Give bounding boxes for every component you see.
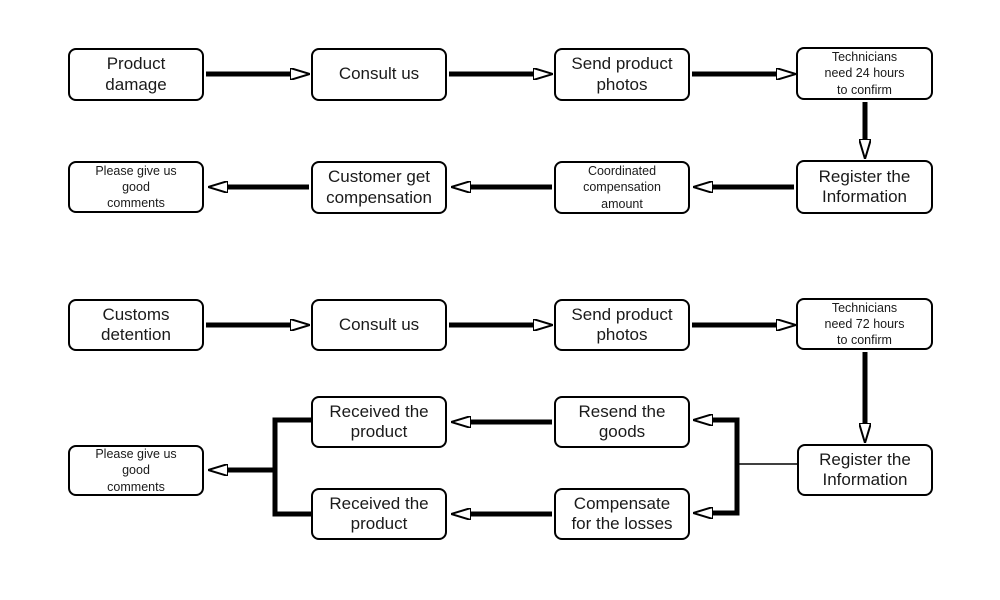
node-resend-goods: Resend the goods bbox=[554, 396, 690, 448]
node-technicians-24h: Technicians need 24 hours to confirm bbox=[796, 47, 933, 100]
branch-bracket-right bbox=[712, 420, 740, 513]
node-register-info-1: Register the Information bbox=[796, 160, 933, 214]
node-product-damage: Product damage bbox=[68, 48, 204, 101]
node-received-product-top: Received the product bbox=[311, 396, 447, 448]
node-customer-compensation: Customer get compensation bbox=[311, 161, 447, 214]
node-coordinated-amount: Coordinated compensation amount bbox=[554, 161, 690, 214]
node-consult-us-2: Consult us bbox=[311, 299, 447, 351]
node-good-comments-1: Please give us good comments bbox=[68, 161, 204, 213]
node-send-photos-1: Send product photos bbox=[554, 48, 690, 101]
node-good-comments-2: Please give us good comments bbox=[68, 445, 204, 496]
merge-bracket-left bbox=[272, 417, 311, 517]
node-technicians-72h: Technicians need 72 hours to confirm bbox=[796, 298, 933, 350]
node-register-info-2: Register the Information bbox=[797, 444, 933, 496]
node-received-product-bottom: Received the product bbox=[311, 488, 447, 540]
node-consult-us-1: Consult us bbox=[311, 48, 447, 101]
node-send-photos-2: Send product photos bbox=[554, 299, 690, 351]
node-customs-detention: Customs detention bbox=[68, 299, 204, 351]
node-compensate-losses: Compensate for the losses bbox=[554, 488, 690, 540]
